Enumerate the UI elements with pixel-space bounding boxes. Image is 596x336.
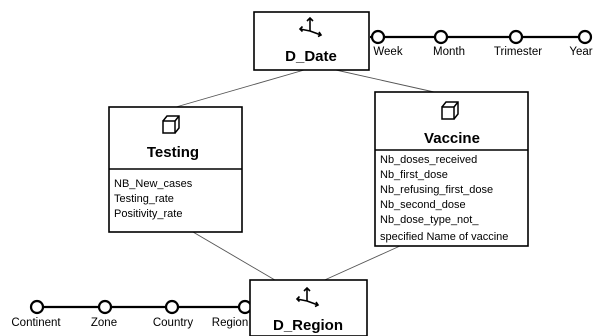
hierarchy-label-continent: Continent (11, 317, 61, 329)
measure: Testing_rate (114, 193, 174, 205)
hierarchy-node-month (433, 29, 449, 45)
hierarchy-node-week (370, 29, 386, 45)
hierarchy-node-trimester (508, 29, 524, 45)
hierarchy-label-trimester: Trimester (494, 46, 542, 58)
dimension-date: D_Date (253, 11, 370, 71)
dimension-title: D_Region (273, 317, 343, 334)
measure: specified Name of vaccine (380, 231, 508, 243)
hierarchy-label-week: Week (373, 46, 402, 58)
region-hierarchy (29, 299, 253, 315)
hierarchy-label-country: Country (153, 317, 194, 329)
measure: Nb_second_dose (380, 199, 466, 211)
hierarchy-label-year: Year (569, 46, 592, 58)
dimension-title: D_Date (285, 48, 337, 65)
hierarchy-label-region: Region (212, 317, 248, 329)
hierarchy-label-month: Month (433, 46, 465, 58)
cube-icon (162, 115, 180, 134)
hierarchy-node-year (577, 29, 593, 45)
hierarchy-node-zone (97, 299, 113, 315)
measure: NB_New_cases (114, 178, 193, 190)
fact-title: Testing (147, 144, 199, 161)
fact-title: Vaccine (424, 130, 480, 147)
hierarchy-node-country (164, 299, 180, 315)
link-testing-date (175, 65, 319, 108)
hierarchy-node-continent (29, 299, 45, 315)
hierarchy-label-zone: Zone (91, 317, 117, 329)
fact-testing: Testing NB_New_cases Testing_rate Positi… (108, 106, 243, 233)
dimension-region: D_Region (249, 279, 368, 336)
measure: Nb_dose_type_not_ (380, 214, 479, 226)
link-testing-region (192, 231, 281, 284)
date-hierarchy (370, 29, 593, 45)
link-vaccine-region (317, 245, 401, 284)
measure: Positivity_rate (114, 208, 182, 220)
fact-vaccine: Vaccine Nb_doses_received Nb_first_dose … (374, 91, 529, 247)
measure: Nb_refusing_first_dose (380, 184, 493, 196)
measure: Nb_first_dose (380, 169, 448, 181)
measure: Nb_doses_received (380, 154, 477, 166)
axes-icon (295, 286, 320, 308)
axes-icon (298, 16, 323, 38)
hierarchy-node-region (237, 299, 253, 315)
cube-icon (441, 101, 459, 120)
